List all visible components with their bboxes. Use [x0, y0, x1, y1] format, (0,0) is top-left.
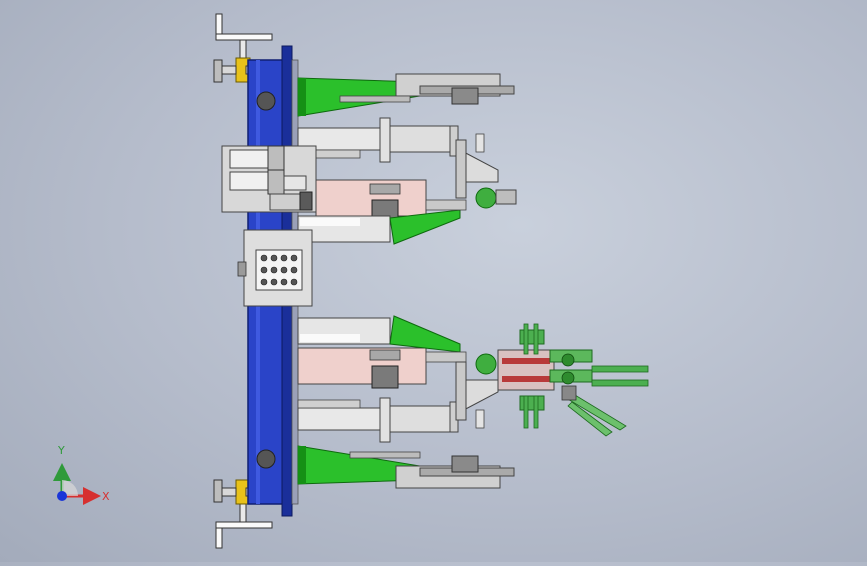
- upper-motor-box: [221, 145, 317, 213]
- x-axis-label: X: [102, 490, 110, 503]
- lower-grey-cylinder: [297, 397, 459, 443]
- upper-grey-cylinder: [297, 117, 459, 163]
- lower-green-wedge: [389, 315, 467, 363]
- upper-green-wedge: [389, 199, 467, 245]
- lower-pink-slide: [297, 317, 427, 389]
- upper-pink-slide: [297, 179, 427, 243]
- center-fixture-block: [237, 229, 313, 307]
- orientation-triad: Y X: [40, 440, 120, 510]
- lower-right-bracket: [455, 353, 499, 429]
- z-axis-dot-icon: [57, 491, 67, 501]
- y-axis-label: Y: [57, 444, 65, 457]
- gripper-end-effector: [497, 323, 649, 437]
- lower-green-arm: [297, 445, 515, 489]
- upper-right-bracket: [455, 133, 517, 209]
- upper-green-arm: [297, 73, 515, 117]
